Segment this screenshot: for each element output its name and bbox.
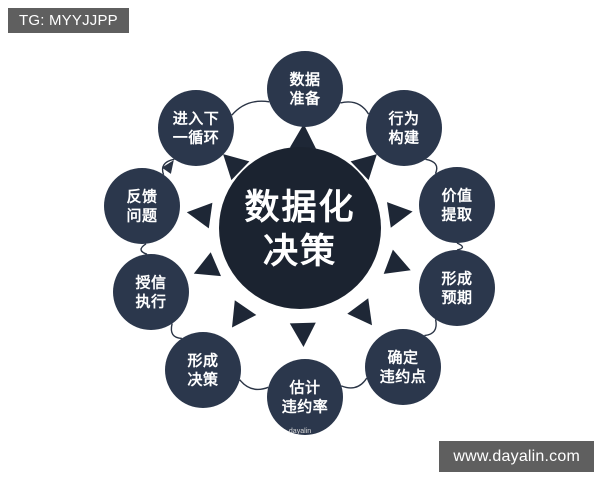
node-label-line2: 违约率 xyxy=(282,398,329,416)
outward-arrow-queding-weiyuedian xyxy=(347,298,372,326)
outward-arrow-shuju-zhunbei xyxy=(289,124,316,149)
ring-arrowhead-icon xyxy=(161,160,174,174)
connector-line xyxy=(161,158,175,176)
node-label-line1: 估计 xyxy=(288,379,320,397)
node-label-line1: 进入下 xyxy=(173,110,220,128)
connector-line xyxy=(425,158,438,174)
outward-arrow-triangles xyxy=(186,124,413,347)
node-label-line2: 决策 xyxy=(187,371,219,389)
node-label-line2: 问题 xyxy=(126,207,158,225)
node-label-line2: 提取 xyxy=(441,206,473,224)
outward-arrow-xingcheng-juece xyxy=(232,300,257,328)
node-label-line1: 形成 xyxy=(441,270,472,288)
node-label-line2: 构建 xyxy=(388,129,420,147)
node-label-line1: 反馈 xyxy=(126,188,157,206)
node-circle-guji-weiyuelv[interactable] xyxy=(267,359,343,435)
node-circle-xingcheng-juece[interactable] xyxy=(165,332,241,408)
website-url-badge: www.dayalin.com xyxy=(439,441,594,472)
node-label-line2: 违约点 xyxy=(380,368,427,386)
outward-arrow-xingcheng-yuqi xyxy=(383,249,411,274)
node-circle-xingwei-goujian[interactable] xyxy=(366,90,442,166)
tg-handle-badge: TG: MYYJJPP xyxy=(8,8,129,33)
node-label-line1: 行为 xyxy=(387,110,419,128)
node-circle-fankui-wenti[interactable] xyxy=(104,168,180,244)
outward-arrow-xingwei-goujian xyxy=(350,154,377,181)
outward-arrow-guji-weiyuelv xyxy=(289,322,316,347)
connector-line xyxy=(456,242,464,251)
connector-line xyxy=(231,100,270,116)
connector-line xyxy=(170,323,182,340)
center-label-line2: 决策 xyxy=(263,232,337,272)
node-label-line2: 执行 xyxy=(135,293,166,311)
faint-watermark: dayalin xyxy=(289,428,311,435)
node-label-line1: 确定 xyxy=(387,349,418,367)
center-label-line1: 数据化 xyxy=(244,188,355,228)
node-label-line2: 准备 xyxy=(289,90,321,108)
node-label-line1: 授信 xyxy=(135,274,166,292)
outward-arrow-fankui-wenti xyxy=(186,202,213,229)
node-label-line2: 一循环 xyxy=(173,129,220,147)
connector-line xyxy=(239,379,269,391)
connector-line xyxy=(341,377,368,389)
node-connector-lines xyxy=(140,100,464,391)
node-label-line1: 数据 xyxy=(289,71,320,89)
connector-line xyxy=(140,243,148,255)
node-label-line1: 形成 xyxy=(187,352,218,370)
node-circle-jinru-xia-yi-xunhuan[interactable] xyxy=(158,90,234,166)
node-circle-shouxin-zhixing[interactable] xyxy=(113,254,189,330)
node-label-line1: 价值 xyxy=(441,187,472,205)
connector-line xyxy=(424,319,437,337)
outward-arrow-shouxin-zhixing xyxy=(193,252,221,277)
node-circle-jiazhi-tiqu[interactable] xyxy=(419,167,495,243)
connector-line xyxy=(340,101,370,115)
node-circles: 数据准备行为构建价值提取形成预期确定违约点估计违约率形成决策授信执行反馈问题进入… xyxy=(104,51,495,435)
node-circle-queding-weiyuedian[interactable] xyxy=(365,329,441,405)
node-circle-xingcheng-yuqi[interactable] xyxy=(419,250,495,326)
outward-arrow-jinru-xia-yi-xunhuan xyxy=(223,154,250,181)
node-circle-shuju-zhunbei[interactable] xyxy=(267,51,343,127)
outward-arrow-jiazhi-tiqu xyxy=(387,202,413,228)
node-label-line2: 预期 xyxy=(441,289,472,307)
center-circle[interactable] xyxy=(219,147,381,309)
